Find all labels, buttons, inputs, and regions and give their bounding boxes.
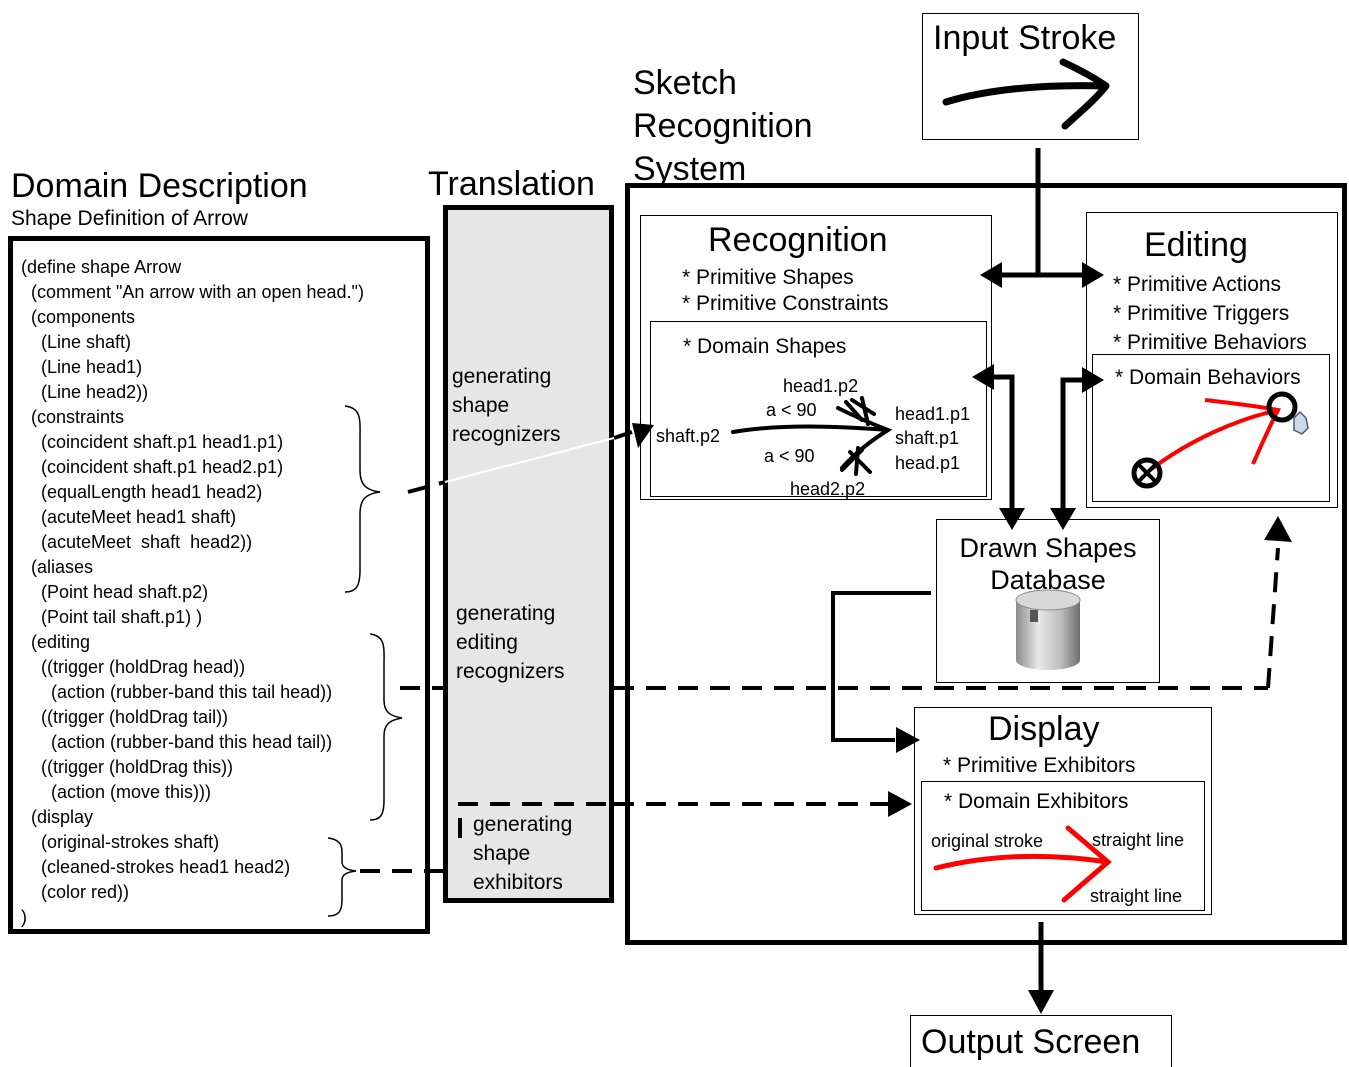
code-braces	[327, 405, 403, 917]
code-line: ((trigger (holdDrag tail))	[21, 707, 229, 727]
code-line: (cleaned-strokes head1 head2)	[21, 857, 291, 877]
code-line: (action (rubber-band this tail head))	[21, 682, 333, 702]
label-shaft-p1: shaft.p1	[895, 428, 960, 448]
display-title: Display	[988, 710, 1100, 748]
system-title: Sketch Recognition System	[633, 64, 813, 188]
editing-database-connector	[1060, 377, 1088, 510]
output-screen-box: Output Screen	[910, 1015, 1172, 1067]
code-line: (color red))	[21, 882, 130, 902]
editing-title: Editing	[1144, 226, 1248, 264]
label-shaft-p2: shaft.p2	[656, 426, 721, 446]
arrowhead-to-domain-shapes	[632, 423, 654, 448]
domain-exhibitors-drawing	[933, 825, 1112, 903]
editing-item-primitive-triggers: * Primitive Triggers	[1113, 302, 1290, 325]
arrowhead-to-editing	[1082, 262, 1104, 288]
code-line: ((trigger (holdDrag this))	[21, 757, 234, 777]
code-line: (equalLength head1 head2)	[21, 482, 263, 502]
domain-subtitle: Shape Definition of Arrow	[11, 207, 248, 230]
domain-shapes-title: * Domain Shapes	[683, 335, 847, 358]
code-line: (coincident shaft.p1 head1.p1)	[21, 432, 284, 452]
domain-behaviors-box: * Domain Behaviors	[1092, 354, 1330, 502]
domain-shapes-sketch	[731, 396, 893, 476]
label-straight-line-bottom: straight line	[1090, 886, 1183, 906]
translation-step-shape-exhibitors: generating shape exhibitors	[473, 813, 573, 894]
code-line: (acuteMeet shaft head2))	[21, 532, 253, 552]
domain-behaviors-title: * Domain Behaviors	[1115, 366, 1301, 389]
domain-shapes-box: * Domain Shapes head1.p2 a < 90 shaft.p2…	[650, 321, 987, 499]
code-line: (display	[21, 807, 94, 827]
label-straight-line-top: straight line	[1092, 830, 1185, 850]
arrowhead-to-recognition	[980, 262, 1002, 288]
arrowhead-db-down-2	[1050, 508, 1076, 530]
domain-exhibitors-title: * Domain Exhibitors	[944, 790, 1129, 813]
code-line: ((trigger (holdDrag head))	[21, 657, 246, 677]
code-line: (action (rubber-band this head tail))	[21, 732, 333, 752]
code-line: )	[21, 907, 27, 927]
input-connector	[999, 148, 1090, 278]
arrowhead-to-domain-behaviors	[1264, 516, 1292, 542]
code-line: (components	[21, 307, 136, 327]
translation-connector-white	[444, 437, 615, 483]
domain-code: (define shape Arrow (comment "An arrow w…	[21, 255, 364, 930]
arrowhead-to-output	[1028, 990, 1054, 1014]
code-line: (Line head1)	[21, 357, 143, 377]
code-line: (comment "An arrow with an open head.")	[21, 282, 364, 302]
domain-title: Domain Description	[11, 167, 308, 205]
code-line: (Line head2))	[21, 382, 149, 402]
translation-step-shape-recognizers: generating shape recognizers	[452, 365, 561, 446]
translation-title: Translation	[428, 165, 595, 203]
database-display-connector	[831, 591, 931, 742]
code-line: (define shape Arrow	[21, 257, 182, 277]
arrowhead-db-down	[999, 508, 1025, 530]
label-head1-p2: head1.p2	[783, 376, 859, 396]
input-stroke-title: Input Stroke	[933, 19, 1117, 57]
code-line: (editing	[21, 632, 91, 652]
editing-item-primitive-actions: * Primitive Actions	[1113, 273, 1282, 296]
arrowhead-edit-right	[1082, 367, 1104, 393]
code-line: (original-strokes shaft)	[21, 832, 220, 852]
input-stroke-box: Input Stroke	[922, 13, 1139, 140]
domain-behaviors-drawing	[1131, 391, 1309, 489]
translation-column	[443, 205, 614, 903]
arrowhead-to-display	[896, 727, 920, 753]
code-line: (action (move this)))	[21, 782, 212, 802]
domain-exhibitors-box: * Domain Exhibitors original stroke stra…	[921, 781, 1205, 911]
recognition-database-connector	[988, 374, 1015, 510]
code-line: (aliases	[21, 557, 94, 577]
recognition-item-primitive-constraints: * Primitive Constraints	[682, 292, 889, 315]
database-icon	[1015, 589, 1081, 670]
input-stroke-drawing	[942, 58, 1110, 130]
label-angle-bottom: a < 90	[764, 446, 815, 466]
label-head-p1: head.p1	[895, 453, 961, 473]
code-line: (Line shaft)	[21, 332, 132, 352]
code-line: (constraints	[21, 407, 125, 427]
recognition-item-primitive-shapes: * Primitive Shapes	[682, 266, 854, 289]
code-line: (Point tail shaft.p1) )	[21, 607, 203, 627]
arrowhead-to-domain-exhibitors	[888, 791, 912, 817]
domain-code-box: (define shape Arrow (comment "An arrow w…	[8, 236, 430, 934]
translation-connectors	[360, 430, 1280, 873]
recognition-title: Recognition	[708, 221, 888, 259]
label-angle-top: a < 90	[766, 400, 817, 420]
editing-item-primitive-behaviors: * Primitive Behaviors	[1113, 331, 1307, 354]
label-head1-p1: head1.p1	[895, 404, 971, 424]
code-line: (acuteMeet head1 shaft)	[21, 507, 237, 527]
code-line: (coincident shaft.p1 head2.p1)	[21, 457, 284, 477]
label-original-stroke: original stroke	[931, 831, 1044, 851]
code-line: (Point head shaft.p2)	[21, 582, 209, 602]
output-screen-title: Output Screen	[921, 1023, 1141, 1061]
arrowhead-recog-left	[972, 364, 994, 390]
display-item-primitive-exhibitors: * Primitive Exhibitors	[943, 754, 1136, 777]
label-head2-p2: head2.p2	[790, 479, 866, 499]
translation-step-editing-recognizers: generating editing recognizers	[456, 602, 565, 683]
